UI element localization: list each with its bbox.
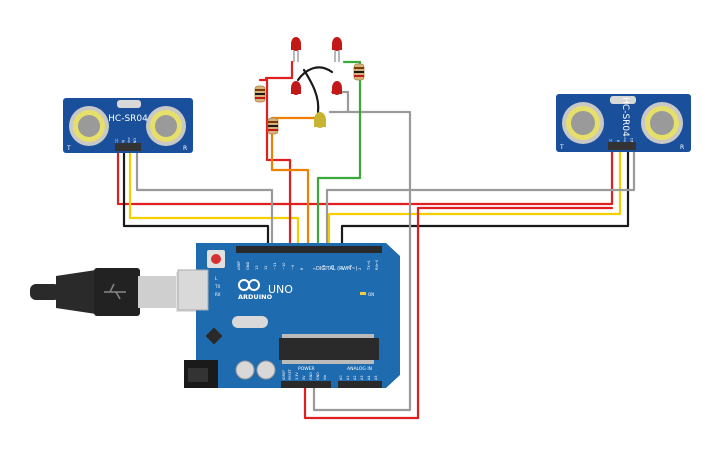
svg-text:A4: A4 xyxy=(367,376,371,380)
wire-led-gnd-b xyxy=(302,68,320,114)
svg-text:AREF: AREF xyxy=(237,261,241,270)
wire-led1 xyxy=(258,78,292,250)
sensor-left-model: HC-SR04 xyxy=(108,114,148,124)
power-pin-labels: IOREF RESET 3.3V 5V GND GND Vin xyxy=(282,368,327,380)
l-label: L xyxy=(215,276,218,281)
svg-text:GND: GND xyxy=(316,372,320,380)
wire-left-echo xyxy=(135,148,274,250)
arduino-brand: ARDUINO xyxy=(238,293,273,301)
svg-text:TX→1: TX→1 xyxy=(367,260,371,271)
resistor-2[interactable] xyxy=(353,63,365,81)
svg-text:5V: 5V xyxy=(302,375,306,380)
analog-header-label: ANALOG IN xyxy=(347,366,372,372)
led-yellow[interactable] xyxy=(314,112,326,128)
led-red-3[interactable] xyxy=(291,81,301,95)
svg-text:RESET: RESET xyxy=(288,368,292,380)
wires xyxy=(116,60,636,420)
usb-chip xyxy=(205,327,223,345)
tx-label: TX xyxy=(214,284,220,289)
power-header-label: POWER xyxy=(298,366,315,372)
svg-text:~11: ~11 xyxy=(273,262,277,270)
svg-text:3.3V: 3.3V xyxy=(295,372,299,380)
sensor-left-t-label: T xyxy=(66,145,71,152)
svg-text:A2: A2 xyxy=(353,376,357,380)
svg-text:~3: ~3 xyxy=(349,265,353,270)
svg-text:Echo: Echo xyxy=(127,138,131,147)
svg-text:GND: GND xyxy=(630,138,634,146)
wire-5v-red xyxy=(303,206,614,420)
svg-text:4: 4 xyxy=(340,267,344,270)
wire-left-trig xyxy=(128,148,300,250)
svg-text:~9: ~9 xyxy=(291,264,295,270)
svg-text:GND: GND xyxy=(309,372,313,380)
svg-text:~10: ~10 xyxy=(282,262,286,270)
crystal xyxy=(232,316,268,328)
resistor-3[interactable] xyxy=(267,117,279,135)
led-red-1[interactable] xyxy=(291,37,301,62)
on-label: ON xyxy=(368,292,374,297)
svg-text:A0: A0 xyxy=(339,376,343,380)
svg-text:7: 7 xyxy=(313,268,317,270)
svg-text:A3: A3 xyxy=(360,376,364,380)
led-red-2[interactable] xyxy=(332,37,342,62)
usb-icon xyxy=(104,283,126,300)
ultrasonic-sensor-right[interactable]: HC-SR04 VCC Trig Echo GND T R xyxy=(556,94,691,152)
wire-led3 xyxy=(270,118,310,250)
svg-text:2: 2 xyxy=(358,268,362,270)
wire-left-gnd xyxy=(122,148,270,250)
led-red-4[interactable] xyxy=(332,81,342,95)
sensor-left-r-label: R xyxy=(183,145,187,152)
svg-text:A5: A5 xyxy=(374,376,378,380)
analog-header[interactable] xyxy=(338,381,382,388)
sensor-right-t-label: T xyxy=(559,144,564,151)
svg-text:VCC: VCC xyxy=(115,138,119,146)
svg-text:~6: ~6 xyxy=(322,264,326,270)
svg-text:Vin: Vin xyxy=(323,375,327,380)
svg-text:8: 8 xyxy=(300,267,304,270)
wire-right-echo xyxy=(325,150,636,250)
usb-jack xyxy=(177,269,209,311)
digital-pin-labels: AREF GND 13 12 ~11 ~10 ~9 8 7 ~6 ~5 4 ~3… xyxy=(237,259,379,271)
ultrasonic-sensor-left[interactable]: HC-SR04 VCC Trig Echo GND T R xyxy=(63,98,193,153)
wire-right-gnd xyxy=(340,150,630,250)
svg-text:A1: A1 xyxy=(346,376,350,380)
wire-led-gnd-a xyxy=(296,66,334,82)
capacitor-1 xyxy=(235,360,255,380)
sensor-right-model: HC-SR04 xyxy=(620,97,630,137)
svg-text:GND: GND xyxy=(246,262,250,270)
digital-header-label: DIGITAL (PWM~) xyxy=(316,266,358,272)
power-header[interactable] xyxy=(281,381,331,388)
svg-text:~5: ~5 xyxy=(331,265,335,270)
svg-text:Echo: Echo xyxy=(623,138,627,147)
arduino-model: UNO xyxy=(268,283,293,296)
atmega-chip xyxy=(279,338,379,360)
svg-text:GND: GND xyxy=(133,138,137,146)
wire-gnd-gray xyxy=(312,110,412,412)
svg-text:12: 12 xyxy=(264,265,268,270)
svg-text:IOREF: IOREF xyxy=(282,370,286,380)
wire-left-vcc xyxy=(116,148,614,206)
on-led xyxy=(360,292,366,295)
resistor-1[interactable] xyxy=(254,85,266,103)
svg-text:13: 13 xyxy=(255,265,259,270)
capacitor-2 xyxy=(256,360,276,380)
arduino-uno-board[interactable]: AREF GND 13 12 ~11 ~10 ~9 8 7 ~6 ~5 4 ~3… xyxy=(177,243,400,388)
digital-header[interactable] xyxy=(236,246,382,253)
sensor-right-r-label: R xyxy=(680,144,684,151)
wire-led2 xyxy=(316,76,362,250)
wire-led-gray xyxy=(328,90,350,114)
arduino-logo xyxy=(238,279,260,291)
rx-label: RX xyxy=(215,292,221,297)
analog-pin-labels: A0 A1 A2 A3 A4 A5 xyxy=(339,376,378,380)
wire-right-trig xyxy=(327,150,622,250)
svg-text:RX←0: RX←0 xyxy=(375,259,379,270)
